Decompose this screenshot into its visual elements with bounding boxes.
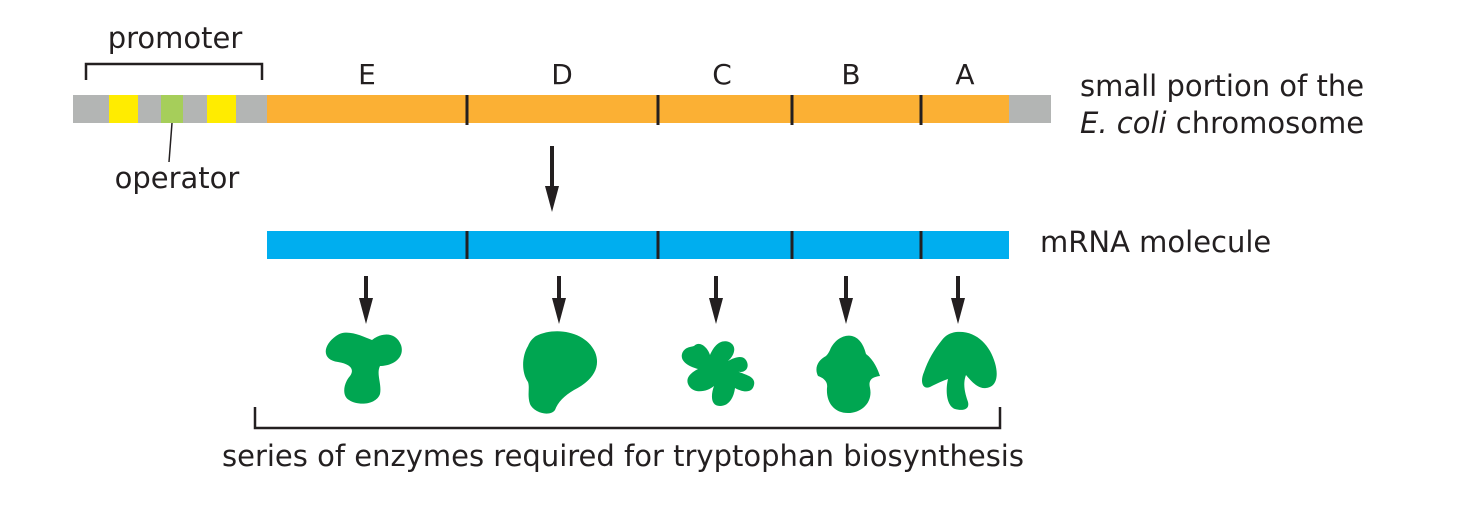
gene-label-a: A [955,58,974,91]
translation-arrow-a [951,276,965,324]
gene-region [267,95,1009,123]
enzyme-e-shape [325,332,402,404]
chromosome-label-species: E. coli [1080,106,1167,140]
enzymes-bracket [253,407,1002,430]
transcription-arrow [545,146,559,212]
gene-label-d: D [551,58,573,91]
enzyme-a-shape [922,331,997,410]
gene-label-c: C [712,58,732,91]
translation-arrow-c [709,276,723,324]
enzyme-c-shape [681,341,755,406]
promoter-bracket [84,62,264,80]
enzyme-d-shape [523,331,598,414]
promoter-box-1 [109,95,138,123]
enzyme-b-shape [816,335,880,413]
operator-box [161,95,183,123]
enzymes-label: series of enzymes required for tryptopha… [222,439,1024,473]
promoter-box-2 [207,95,236,123]
chromosome-bar [73,95,1051,125]
gene-label-e: E [358,58,376,91]
chromosome-right-flank [1009,95,1051,123]
chromosome-label-line1: small portion of the [1080,69,1364,103]
operator-label: operator [115,161,240,195]
chromosome-label-rest: chromosome [1167,106,1365,140]
translation-arrow-e [359,276,373,324]
translation-arrow-d [552,276,566,324]
mrna-body [267,231,1009,259]
mrna-bar [267,231,1009,259]
gene-label-b: B [841,58,860,91]
chromosome-label-line2: E. coli chromosome [1080,106,1364,140]
promoter-label: promoter [108,21,243,55]
translation-arrow-b [839,276,853,324]
mrna-label: mRNA molecule [1040,225,1271,259]
operator-pointer [168,122,173,163]
